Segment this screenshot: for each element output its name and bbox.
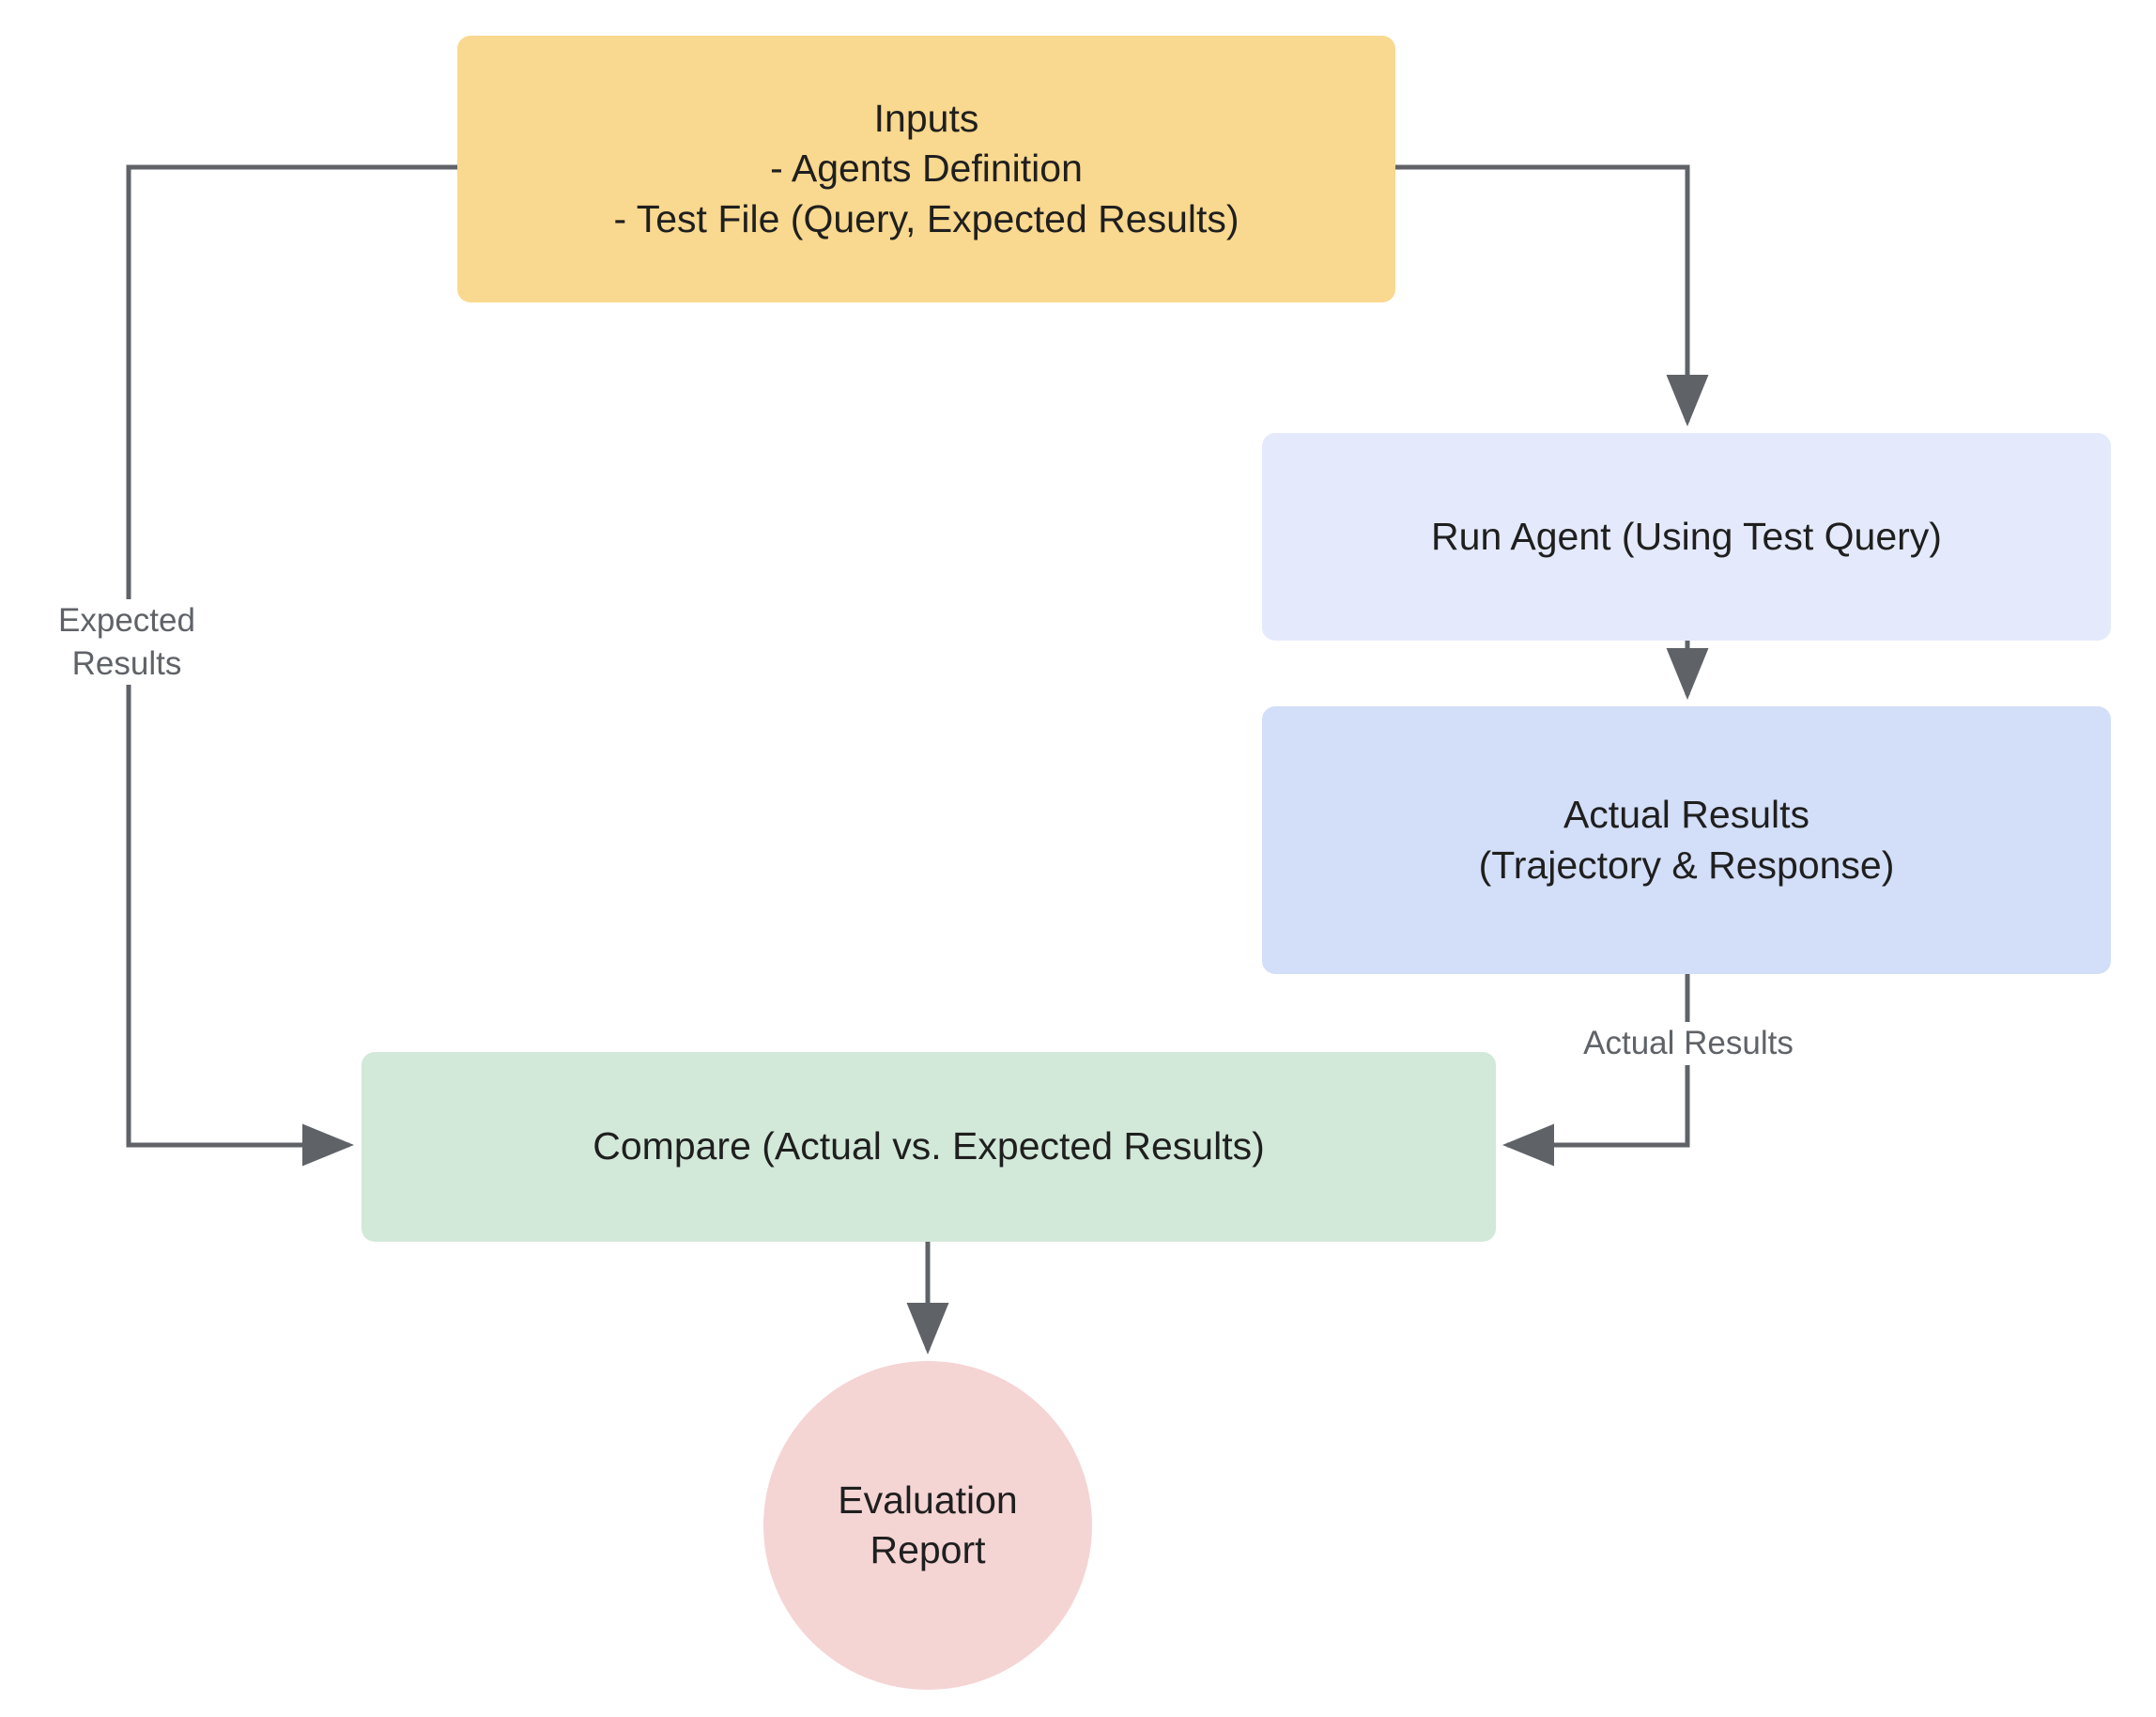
edge-label-expected-results: Expected Results [19,599,235,685]
node-inputs[interactable]: Inputs - Agents Definition - Test File (… [457,36,1395,302]
node-evaluation-report[interactable]: Evaluation Report [763,1361,1092,1690]
node-run-agent[interactable]: Run Agent (Using Test Query) [1262,433,2111,641]
edge-label-actual-results: Actual Results [1561,1022,1816,1065]
edge-inputs-to-run-agent [1395,164,1709,426]
node-compare[interactable]: Compare (Actual vs. Expected Results) [362,1052,1496,1242]
node-actual-results[interactable]: Actual Results (Trajectory & Response) [1262,706,2111,974]
